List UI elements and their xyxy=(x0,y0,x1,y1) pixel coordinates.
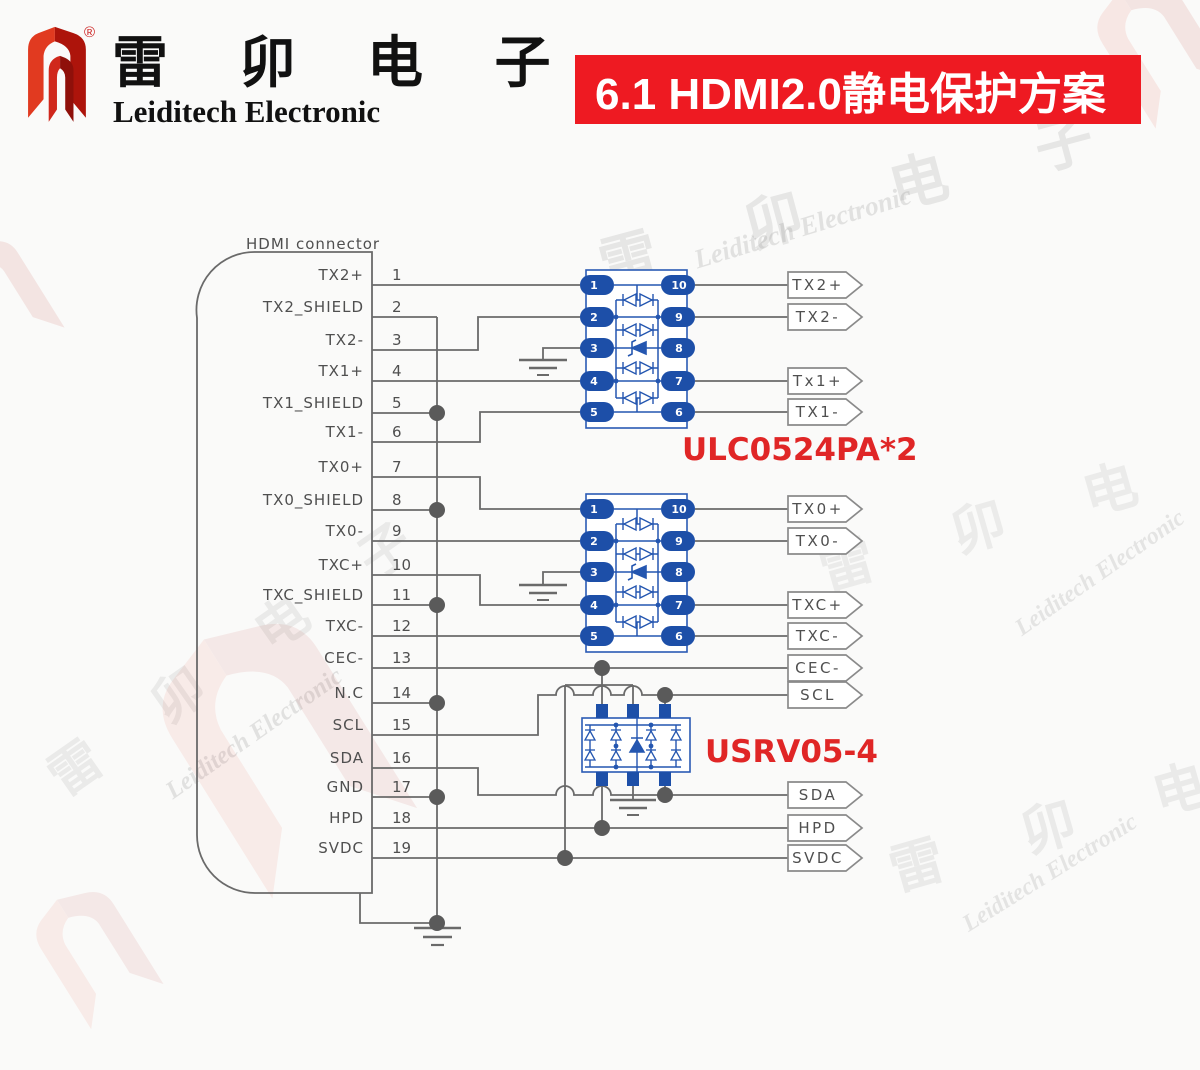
flag-label: TX2- xyxy=(795,308,840,326)
pin-number: 11 xyxy=(392,586,411,604)
ic-pin-number: 6 xyxy=(675,406,683,419)
pin-label: CEC- xyxy=(324,649,364,667)
flag-label: TX1- xyxy=(795,403,840,421)
pin-number: 14 xyxy=(392,684,411,702)
pin-label: TX0+ xyxy=(317,458,364,476)
pin-number: 17 xyxy=(392,778,411,796)
pin-number: 15 xyxy=(392,716,411,734)
pin-label: TX0_SHIELD xyxy=(262,491,364,510)
pin-label: TX2_SHIELD xyxy=(262,298,364,317)
pin-number: 7 xyxy=(392,458,402,476)
ic-pin-number: 9 xyxy=(675,311,683,324)
pin-label: HPD xyxy=(329,809,364,827)
flag-label: Tx1+ xyxy=(792,372,843,390)
ground-symbol-ic1 xyxy=(519,358,567,376)
flag-label: TX2+ xyxy=(791,276,844,294)
ic-ulc0524pa-2: 1 2 3 4 5 10 9 8 7 6 xyxy=(580,493,695,653)
ic-pin-number: 4 xyxy=(590,375,598,388)
pin-number: 5 xyxy=(392,394,402,412)
flag-label: CEC- xyxy=(795,659,841,677)
ic-pin-number: 10 xyxy=(671,503,687,516)
connector-title: HDMI connector xyxy=(246,235,380,253)
flag-label: TX0- xyxy=(795,532,840,550)
net-flags xyxy=(787,271,864,872)
ic-pin-number: 7 xyxy=(675,599,683,612)
pin-label: SVDC xyxy=(318,839,364,857)
pin-number: 8 xyxy=(392,491,402,509)
pin-label: SDA xyxy=(330,749,364,767)
ic-pin-number: 4 xyxy=(590,599,598,612)
label-ulc0524pa: ULC0524PA*2 xyxy=(682,432,918,468)
hdmi-connector-outline xyxy=(195,251,373,894)
pin-number: 10 xyxy=(392,556,411,574)
schematic-canvas: HDMI connector TX2+ TX2_SHIELD TX2- TX1+… xyxy=(195,235,918,947)
ic-pin-number: 7 xyxy=(675,375,683,388)
wires xyxy=(195,251,788,928)
ic-pin-number: 1 xyxy=(590,503,598,516)
flag-label: SCL xyxy=(800,686,836,704)
pin-label: TX1_SHIELD xyxy=(262,394,364,413)
pin-label: SCL xyxy=(333,716,364,734)
ic-pin-number: 2 xyxy=(590,311,598,324)
pin-label: TXC+ xyxy=(318,556,364,574)
ic-pin-number: 5 xyxy=(590,406,598,419)
pin-label: GND xyxy=(327,778,364,796)
ic-pin-number: 3 xyxy=(590,566,598,579)
ic-usrv05-4 xyxy=(581,704,691,786)
registered-mark: ® xyxy=(84,24,96,41)
pin-number: 16 xyxy=(392,749,411,767)
pin-number: 4 xyxy=(392,362,402,380)
net-flag-labels: TX2+ TX2- Tx1+ TX1- TX0+ TX0- TXC+ TXC- … xyxy=(791,276,844,867)
pin-number: 1 xyxy=(392,266,402,284)
pin-number: 12 xyxy=(392,617,411,635)
flag-label: HPD xyxy=(798,819,837,837)
ic-pin-number: 6 xyxy=(675,630,683,643)
connector-pin-labels: TX2+ TX2_SHIELD TX2- TX1+ TX1_SHIELD TX1… xyxy=(262,266,364,857)
company-logo xyxy=(28,26,86,122)
ground-symbol-usrv xyxy=(610,798,656,816)
ground-symbol-ic2 xyxy=(519,583,567,601)
pin-number: 19 xyxy=(392,839,411,857)
pin-number: 3 xyxy=(392,331,402,349)
pin-label: TXC_SHIELD xyxy=(262,586,364,605)
title-banner: 6.1 HDMI2.0静电保护方案 xyxy=(575,55,1141,124)
ic-pin-number: 9 xyxy=(675,535,683,548)
pin-label: TXC- xyxy=(325,617,364,635)
brand-name-cn: 雷 卯 电 子 xyxy=(112,30,577,96)
pin-label: TX1+ xyxy=(317,362,364,380)
pin-number: 9 xyxy=(392,522,402,540)
pin-label: N.C xyxy=(335,684,364,702)
ic-pin-number: 1 xyxy=(590,279,598,292)
pin-label: TX2+ xyxy=(317,266,364,284)
ic-pin-number: 5 xyxy=(590,630,598,643)
pin-number: 18 xyxy=(392,809,411,827)
pin-label: TX1- xyxy=(325,423,364,441)
pin-label: TX0- xyxy=(325,522,364,540)
ic-pin-number: 2 xyxy=(590,535,598,548)
label-usrv05-4: USRV05-4 xyxy=(705,734,878,770)
pin-number: 6 xyxy=(392,423,402,441)
flag-label: TXC+ xyxy=(791,596,843,614)
slide: { "header": { "brand_cn": "雷 卯 电 子", "br… xyxy=(0,0,1200,1030)
ic-pin-number: 8 xyxy=(675,566,683,579)
flag-label: TXC- xyxy=(795,627,840,645)
ic-pin-number: 10 xyxy=(671,279,687,292)
pin-number: 2 xyxy=(392,298,402,316)
page-title: 6.1 HDMI2.0静电保护方案 xyxy=(595,69,1106,119)
junction-dots xyxy=(429,405,673,931)
ic-pin-number: 8 xyxy=(675,342,683,355)
connector-pin-numbers: 1 2 3 4 5 6 7 8 9 10 11 12 13 14 15 16 1… xyxy=(392,266,411,857)
flag-label: SVDC xyxy=(792,849,844,867)
flag-label: SDA xyxy=(799,786,838,804)
pin-label: TX2- xyxy=(325,331,364,349)
ic-pin-number: 3 xyxy=(590,342,598,355)
ic-ulc0524pa-1: 1 2 3 4 5 10 9 8 7 6 xyxy=(580,269,695,429)
brand-name-en: Leiditech Electronic xyxy=(113,94,381,129)
flag-label: TX0+ xyxy=(791,500,844,518)
pin-number: 13 xyxy=(392,649,411,667)
header: ® 雷 卯 电 子 Leiditech Electronic xyxy=(0,0,1200,200)
